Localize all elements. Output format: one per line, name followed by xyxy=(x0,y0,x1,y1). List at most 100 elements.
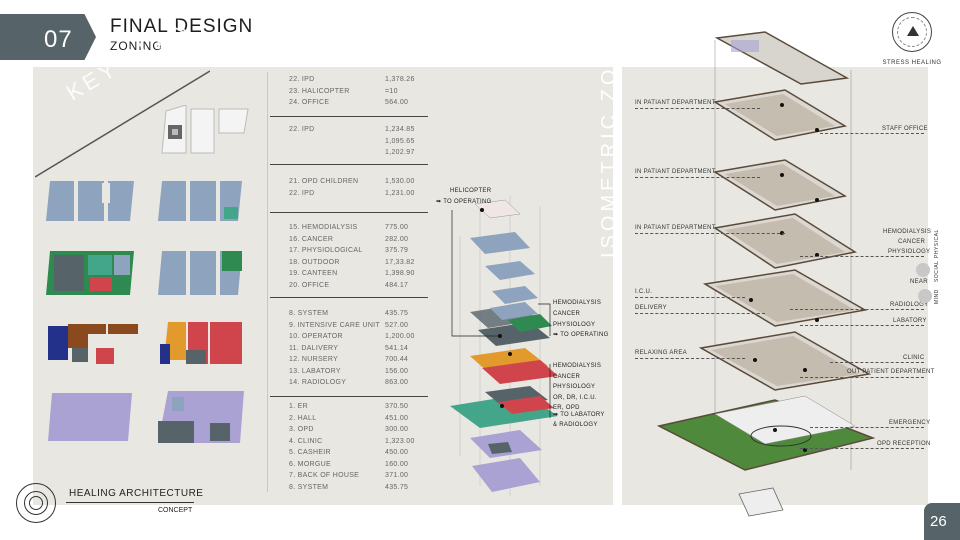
middle-tag: CANCER xyxy=(553,311,581,317)
triangle-icon xyxy=(907,26,919,36)
floor-plan-thumbnail xyxy=(48,320,140,366)
middle-tag: OR, DR, I.C.U. xyxy=(553,395,597,401)
table-row: 23. HALICOPTER=10 xyxy=(289,87,398,95)
zone-label: IN PATIANT DEPARTMENT xyxy=(635,169,716,175)
zone-label: IN PATIANT DEPARTMENT xyxy=(635,100,716,106)
zone-label: OUT PATIENT DEPARTMENT xyxy=(847,369,935,375)
footer-subtitle: CONCEPT xyxy=(158,507,193,514)
exploded-zoning-diagram xyxy=(450,196,558,496)
page-number-tab xyxy=(924,503,960,540)
middle-tag: HEMODIALYSIS xyxy=(553,300,602,306)
floor-plan-thumbnail xyxy=(46,249,136,297)
middle-tag: CANCER xyxy=(553,374,581,380)
isometric-building-stack xyxy=(656,31,876,517)
table-separator xyxy=(270,297,428,298)
footer-divider xyxy=(66,502,194,503)
table-separator xyxy=(270,164,428,165)
table-row: 1,202.97 xyxy=(385,149,415,156)
zone-label: RELAXING AREA xyxy=(635,350,687,356)
legend-physical: PHYSICAL xyxy=(934,229,940,258)
zone-label: DELIVERY xyxy=(635,305,667,311)
table-divider xyxy=(267,72,268,492)
middle-tag: ER, OPD xyxy=(553,405,580,411)
mind-legend-dot xyxy=(918,289,932,303)
section-number-tab xyxy=(0,14,96,60)
middle-tag: PHYSIOLOGY xyxy=(553,384,596,390)
floor-plan-thumbnail xyxy=(46,177,136,223)
table-separator xyxy=(270,396,428,397)
zone-label: CLINIC xyxy=(903,355,925,361)
floor-plan-thumbnail xyxy=(158,177,244,223)
legend-social: SOCIAL xyxy=(934,260,940,282)
table-separator xyxy=(270,212,428,213)
table-row: 1,095.65 xyxy=(385,137,415,145)
middle-tag: ➡ TO OPERATING xyxy=(553,332,609,338)
table-separator xyxy=(270,116,428,117)
zone-label: RADIOLOGY xyxy=(890,302,929,308)
middle-tag: HEMODIALYSIS xyxy=(553,363,602,369)
site-plan-thumbnail xyxy=(158,105,250,155)
middle-tag: & RADIOLOGY xyxy=(553,422,598,428)
key-plan-divider xyxy=(35,70,210,178)
footer-title: HEALING ARCHITECTURE xyxy=(69,488,204,499)
page-subtitle: ZONING xyxy=(110,39,163,53)
zone-label: LABATORY xyxy=(893,318,927,324)
legend-mind: MIND xyxy=(934,289,940,304)
isometric-zoning-label: ISOMETRIC ZONING xyxy=(598,0,620,258)
floor-plan-thumbnail xyxy=(160,320,246,368)
zone-label: CANCER xyxy=(898,239,926,245)
zone-label: HEMODIALYSIS xyxy=(883,229,932,235)
zone-label: EMERGENCY xyxy=(889,420,931,426)
zone-label: OPD RECEPTION xyxy=(877,441,931,447)
stress-healing-logo xyxy=(892,12,932,52)
floor-plan-thumbnail xyxy=(154,389,246,445)
middle-tag: HELICOPTER xyxy=(450,188,492,194)
middle-tag: ➡ TO OPERATING xyxy=(436,199,492,205)
page-number: 26 xyxy=(930,513,947,530)
zone-label: IN PATIANT DEPARTMENT xyxy=(635,225,716,231)
floor-plan-thumbnail xyxy=(48,391,134,443)
zone-label: STAFF OFFICE xyxy=(882,126,928,132)
section-number: 07 xyxy=(44,26,73,53)
middle-tag: PHYSIOLOGY xyxy=(553,322,596,328)
physical-legend-dot xyxy=(916,263,930,277)
zone-label: I.C.U. xyxy=(635,289,653,295)
middle-tag: ➡ TO LABATORY xyxy=(553,412,605,418)
page-title: FINAL DESIGN xyxy=(110,16,254,37)
zone-label: NEAR xyxy=(910,279,928,285)
floor-plan-thumbnail xyxy=(158,249,244,297)
logo-caption: STRESS HEALING xyxy=(882,60,942,66)
